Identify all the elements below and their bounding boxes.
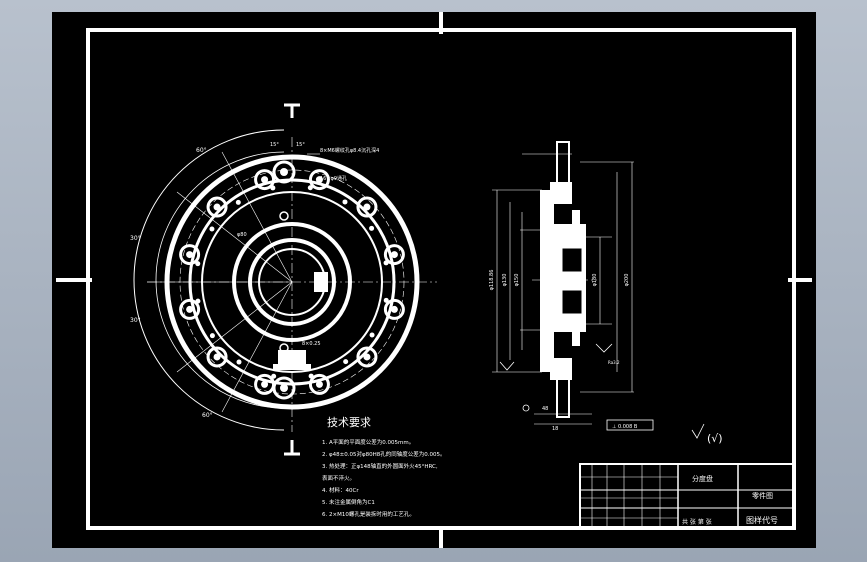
bolt-hole-center bbox=[213, 353, 221, 361]
bottom-dim-2: 18 bbox=[552, 426, 558, 432]
small-hole bbox=[236, 359, 242, 365]
bolt-hole bbox=[206, 346, 228, 368]
small-hole bbox=[195, 298, 201, 304]
bolt-hole-center bbox=[390, 251, 398, 259]
small-hole bbox=[343, 359, 349, 365]
angle-label-2: 30° bbox=[130, 235, 141, 242]
small-hole bbox=[342, 199, 348, 205]
front-note-holes: 16×φ9通孔 bbox=[320, 175, 347, 182]
angle-label-4: 60° bbox=[202, 412, 213, 419]
tolerance-frame bbox=[606, 419, 654, 431]
small-hole bbox=[369, 332, 375, 338]
sheet-label: 零件图 bbox=[752, 491, 773, 500]
small-hole bbox=[270, 185, 276, 191]
bolt-hole-center bbox=[186, 251, 194, 259]
keyway-label: 8×0.25 bbox=[302, 341, 321, 347]
bottom-dim-1: 48 bbox=[542, 406, 548, 412]
tech-req-line: 3. 热处理：正φ148轴直的外圆面外火45°HRC, bbox=[322, 462, 438, 470]
section-diameter-labels: φ118.86 φ130 φ150 φ180 φ200 bbox=[489, 270, 630, 291]
small-hole bbox=[369, 225, 375, 231]
bolt-hole bbox=[356, 196, 378, 218]
bolt-hole bbox=[308, 169, 330, 191]
small-hole bbox=[195, 261, 201, 267]
roughness-symbol bbox=[691, 423, 705, 439]
drawing-canvas: 60° 30° 30° 60° 15° 15° 8×M6螺纹孔φ8.4沉孔深4 … bbox=[56, 12, 812, 548]
bolt-hole bbox=[179, 244, 201, 266]
bolt-hole bbox=[383, 298, 405, 320]
small-hole bbox=[308, 373, 314, 379]
drawing-sheet: 60° 30° 30° 60° 15° 15° 8×M6螺纹孔φ8.4沉孔深4 … bbox=[52, 12, 816, 548]
bolt-hole bbox=[254, 373, 276, 395]
bolt-hole bbox=[356, 346, 378, 368]
front-note-top: 8×M6螺纹孔φ8.4沉孔深4 bbox=[320, 147, 379, 154]
tech-req-line: 1. A平面的平面度公差为0.005mm。 bbox=[322, 438, 414, 446]
bolt-hole-center bbox=[213, 203, 221, 211]
title-footer: 共 张 第 张 bbox=[682, 518, 712, 526]
tech-req-lines: 1. A平面的平面度公差为0.005mm。 2. φ48±0.05对φ80H8孔的… bbox=[322, 438, 446, 518]
angle-label-1: 60° bbox=[196, 147, 207, 154]
bolt-hole-center bbox=[315, 380, 323, 388]
small-hole bbox=[383, 260, 389, 266]
section-diameter-label: φ180 bbox=[592, 274, 598, 287]
bolt-hole-center bbox=[315, 176, 323, 184]
bolt-hole-center bbox=[261, 176, 269, 184]
section-diameter-label: φ118.86 bbox=[489, 270, 495, 291]
small-hole bbox=[383, 297, 389, 303]
section-diameter-label: φ130 bbox=[502, 274, 508, 287]
roughness-note: (√) bbox=[707, 432, 723, 445]
surface-note: Ra3.2 bbox=[608, 360, 620, 365]
small-hole-pattern bbox=[195, 185, 389, 379]
bolt-hole bbox=[254, 169, 276, 191]
tech-req-line: 4. 材料：40Cr bbox=[322, 486, 359, 494]
small-hole bbox=[235, 199, 241, 205]
bolt-hole-center bbox=[390, 305, 398, 313]
bolt-hole-pattern bbox=[179, 169, 405, 395]
bolt-hole bbox=[179, 298, 201, 320]
tech-req-title: 技术要求 bbox=[327, 416, 371, 429]
part-name: 分度盘 bbox=[692, 474, 713, 483]
small-hole bbox=[271, 373, 277, 379]
small-hole bbox=[307, 185, 313, 191]
bolt-hole bbox=[383, 244, 405, 266]
tolerance-frame-text: ⊥ 0.008 B bbox=[612, 424, 638, 430]
drawing-number: 图样代号 bbox=[746, 515, 778, 525]
small-hole bbox=[209, 333, 215, 339]
section-view bbox=[492, 141, 634, 425]
keyway bbox=[314, 272, 328, 292]
angle-label-3: 30° bbox=[130, 317, 141, 324]
angle-label-5: 15° bbox=[270, 142, 279, 148]
tech-req-line: 2. φ48±0.05对φ80H8孔的同轴度公差为0.005。 bbox=[322, 450, 446, 458]
small-hole bbox=[209, 226, 215, 232]
tech-req-line: 表面不淬火。 bbox=[322, 474, 355, 482]
section-diameter-label: φ200 bbox=[624, 274, 630, 287]
bolt-hole bbox=[206, 196, 228, 218]
section-diameter-label: φ150 bbox=[514, 274, 520, 287]
bolt-hole bbox=[308, 373, 330, 395]
front-view bbox=[133, 103, 437, 456]
tech-req-line: 6. 2×M10螺孔是装拆时用的工艺孔。 bbox=[322, 510, 415, 518]
front-dim-inner: φ80 bbox=[237, 232, 247, 238]
tech-req-line: 5. 未注金属倒角为C1 bbox=[322, 498, 375, 506]
bolt-hole-center bbox=[186, 305, 194, 313]
bolt-hole-center bbox=[261, 380, 269, 388]
bolt-hole-center bbox=[363, 353, 371, 361]
title-block bbox=[579, 463, 795, 529]
bolt-hole-center bbox=[363, 203, 371, 211]
angle-label-6: 15° bbox=[296, 142, 305, 148]
